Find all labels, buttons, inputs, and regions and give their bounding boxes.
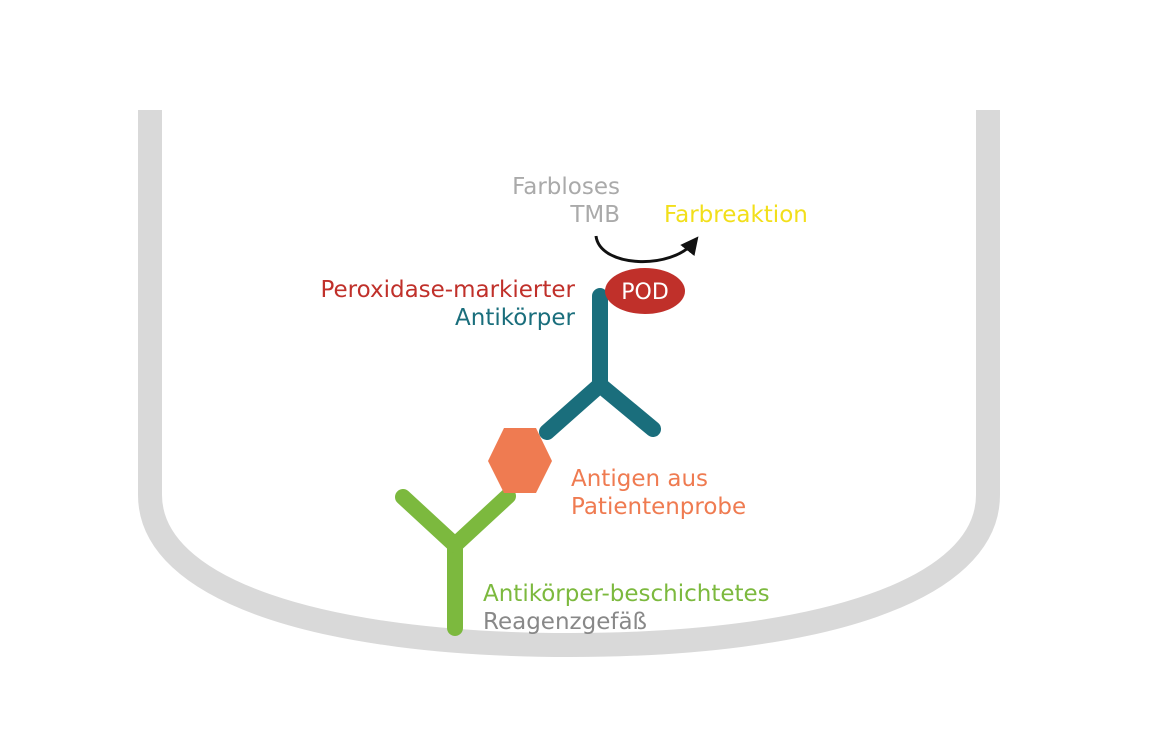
labeled-antibody-label-line2: Antikörper [455,305,575,331]
capture-antibody-left-arm [395,489,463,553]
pod-label: POD [621,280,669,305]
labeled-antibody-label-line1: Peroxidase-markierter [320,277,575,303]
antigen-label-line1: Antigen aus [571,466,708,492]
capture-antibody-right-arm [447,488,516,553]
reaction-arrow [594,235,699,263]
capture-antibody [395,488,516,636]
detection-antibody [539,288,661,440]
detection-antibody-left-arm [539,377,608,440]
detection-antibody-right-arm [592,377,661,437]
antigen-hexagon [488,428,552,493]
tmb-label-line1: Farbloses [512,174,620,200]
tmb-label-line2: TMB [569,202,620,228]
pod-enzyme [605,268,685,314]
antigen-label-line2: Patientenprobe [571,494,746,520]
reagent-vessel [138,110,1000,658]
color-reaction-label: Farbreaktion [664,202,808,228]
coated-vessel-label-line1: Antikörper-beschichtetes [483,581,770,607]
coated-vessel-label-line2: Reagenzgefäß [483,609,647,635]
